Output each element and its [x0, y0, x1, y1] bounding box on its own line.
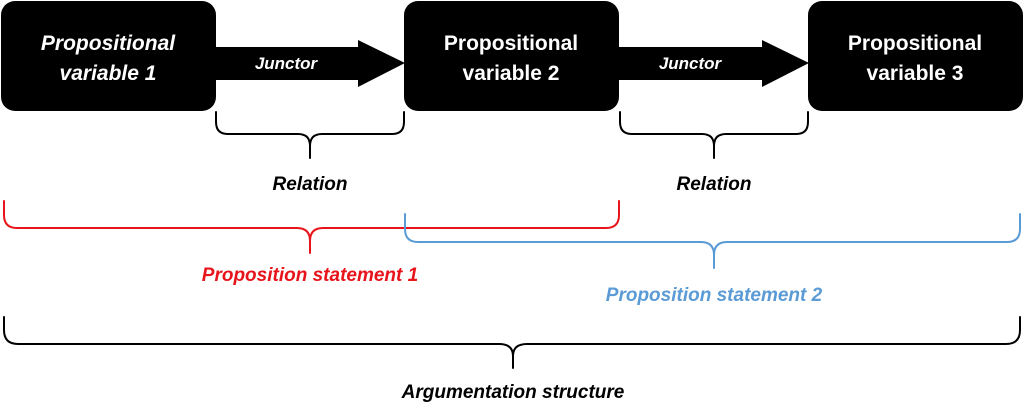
variable-2-line-2: variable 2 [463, 62, 560, 85]
variable-2-line-1: Propositional [444, 32, 578, 55]
argumentation-brace [3, 316, 1021, 369]
argumentation-label: Argumentation structure [401, 382, 625, 403]
variable-3-line-1: Propositional [848, 32, 982, 55]
statement-brace-2 [404, 213, 1021, 269]
arrow-shape [618, 40, 809, 87]
junctor-arrow-1: Junctor [214, 40, 405, 87]
relation-label-1: Relation [273, 174, 348, 195]
variable-1-line-1: Propositional [41, 32, 176, 55]
arrow-shape [214, 40, 405, 87]
statement-label-2: Proposition statement 2 [606, 285, 823, 306]
variable-1-line-2: variable 1 [60, 62, 157, 85]
relation-brace-1 [215, 111, 405, 159]
relation-label-2: Relation [677, 174, 752, 195]
propositional-variable-3-box: Propositional variable 3 [808, 1, 1023, 111]
variable-3-line-2: variable 3 [867, 62, 964, 85]
junctor-label-2: Junctor [659, 54, 723, 73]
relation-brace-2 [619, 111, 809, 159]
propositional-variable-1-box: Propositional variable 1 [1, 1, 216, 111]
statement-label-1: Proposition statement 1 [202, 265, 418, 286]
statement-brace-1 [3, 200, 620, 254]
junctor-arrow-2: Junctor [618, 40, 809, 87]
propositional-variable-2-box: Propositional variable 2 [404, 1, 619, 111]
junctor-label-1: Junctor [255, 54, 319, 73]
